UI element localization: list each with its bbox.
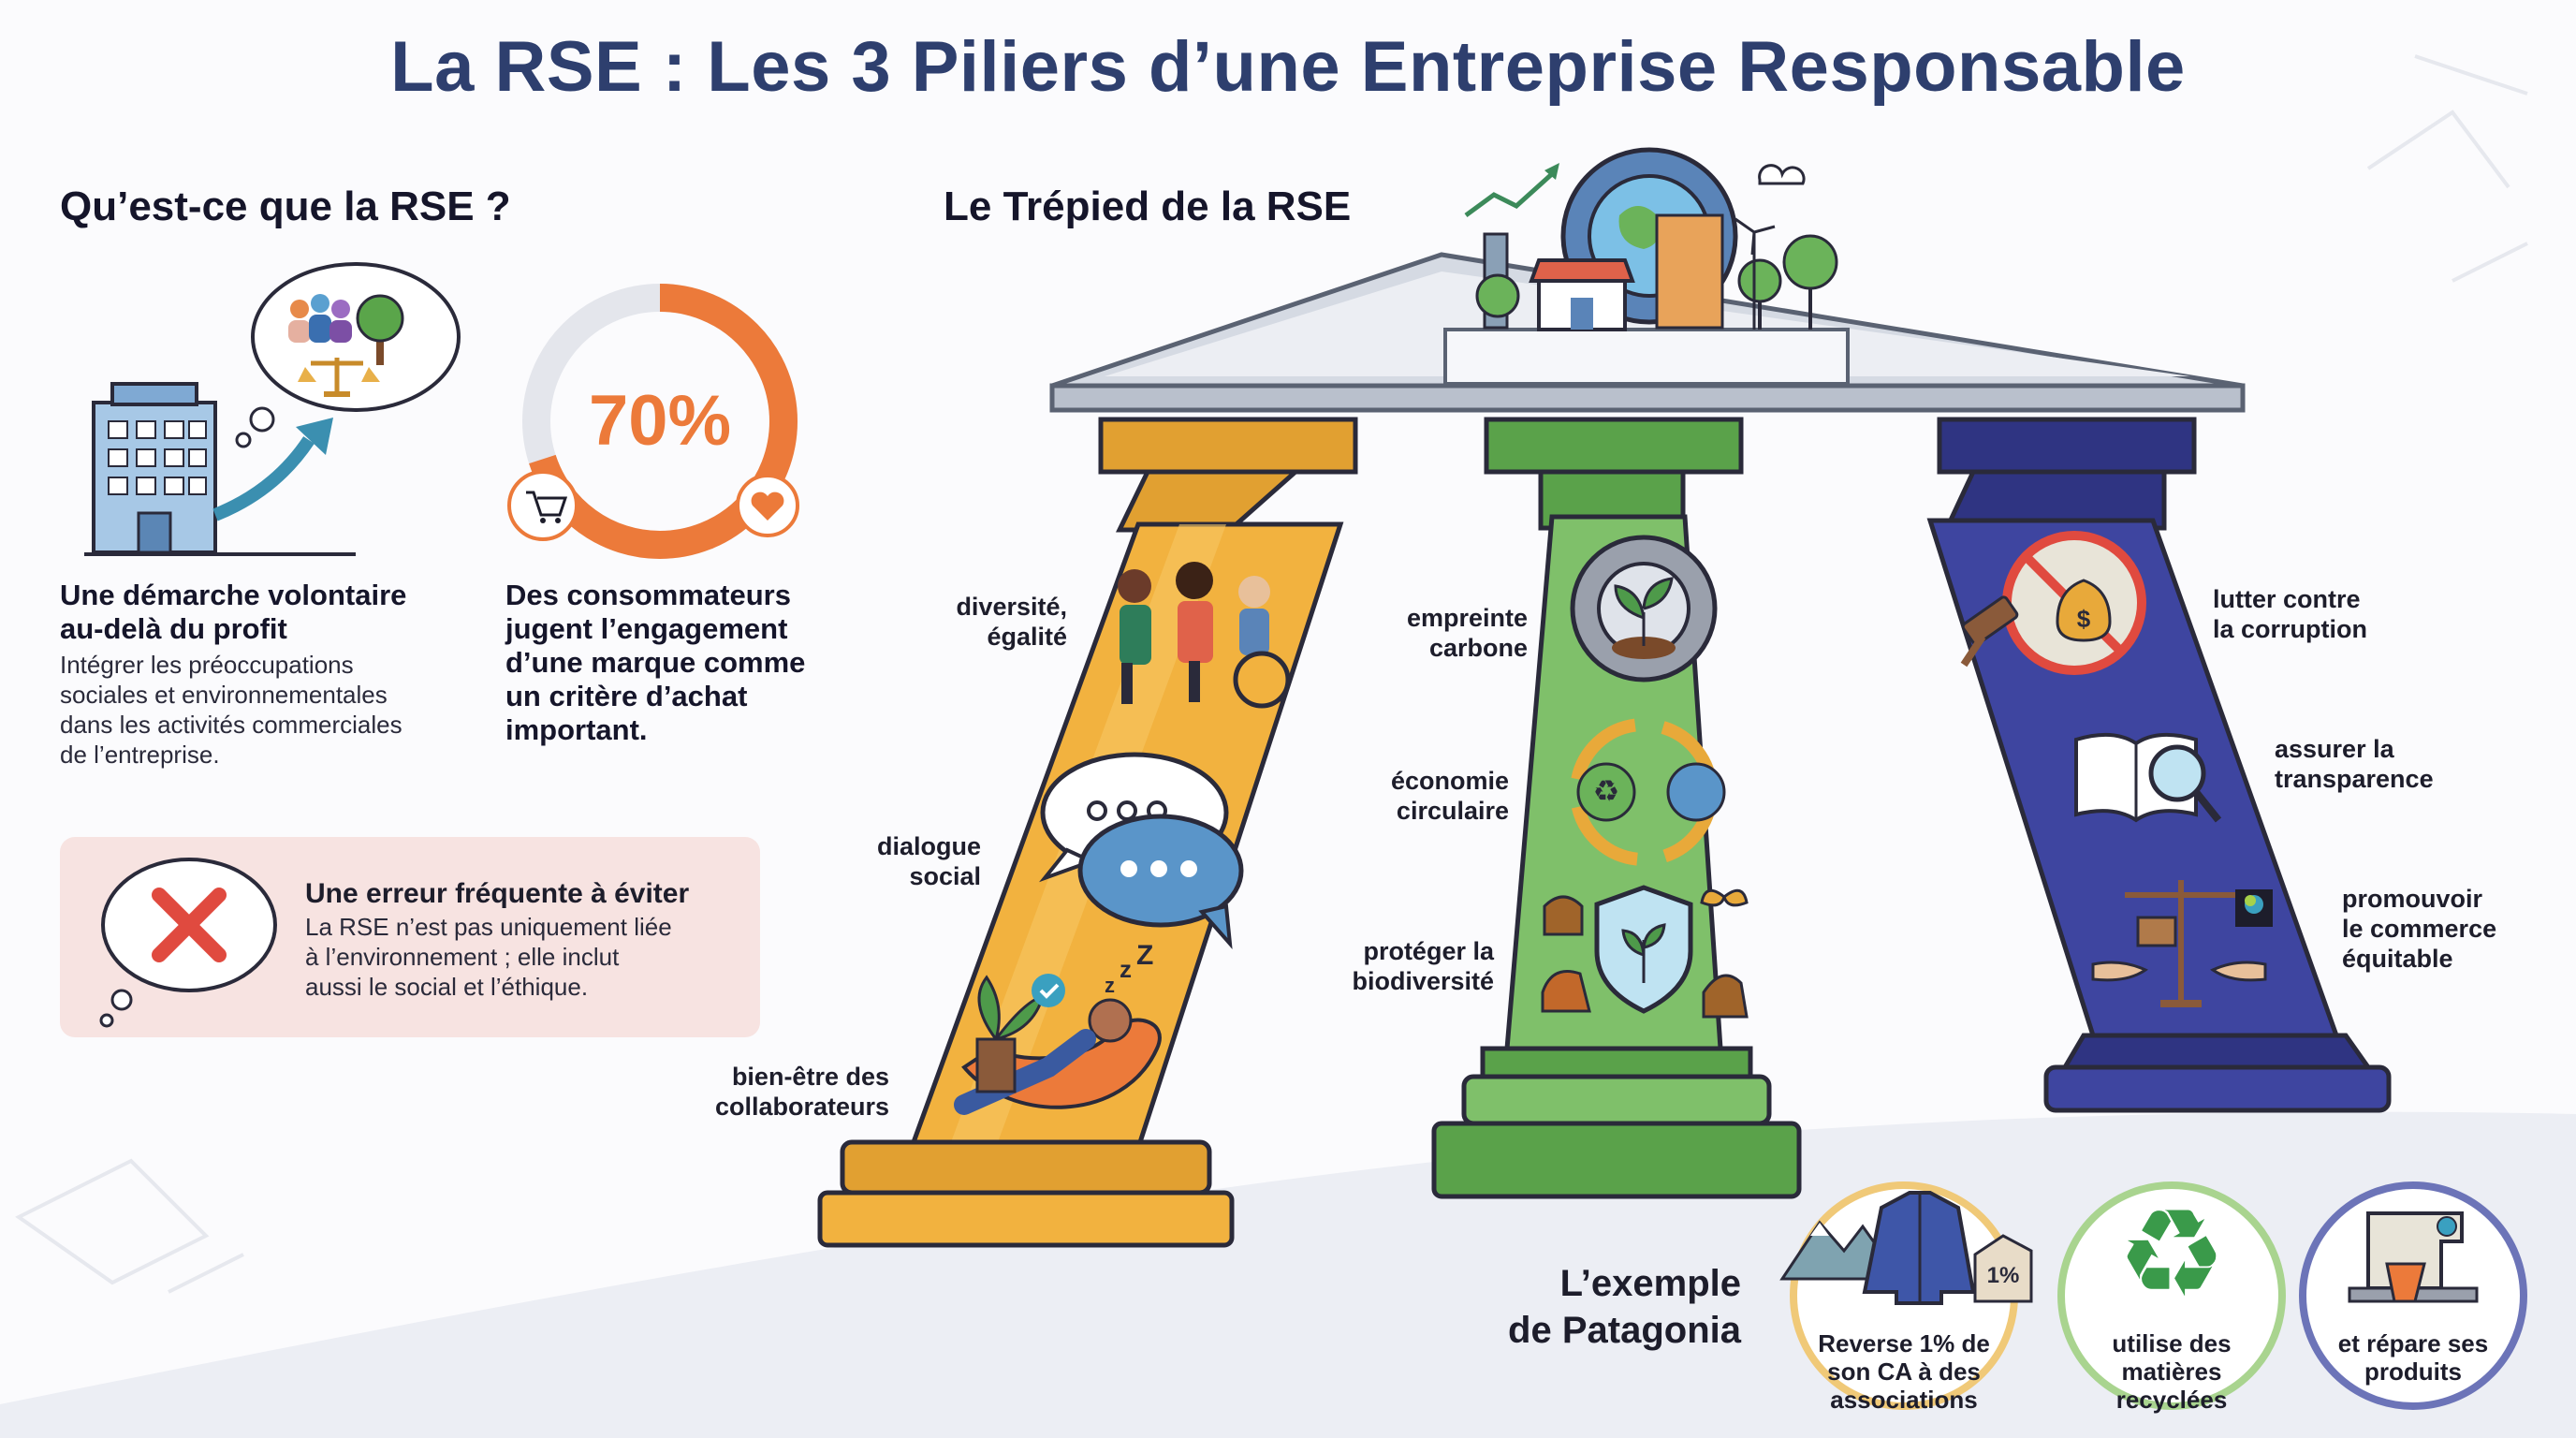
growth-arrow-icon: [212, 418, 333, 521]
stat-value: 70%: [589, 381, 731, 461]
social-item-diversity: diversité, égalité: [842, 592, 1067, 652]
error-line: La RSE n’est pas uniquement liée: [305, 913, 672, 941]
label-line: recyclées: [2115, 1386, 2228, 1414]
heading-line: L’exemple: [1559, 1263, 1741, 1304]
recycle-globe-icon: ♻: [1570, 718, 1726, 866]
mountain-jacket-icon: 1%: [1779, 1191, 2033, 1305]
definition-line: sociales et environnementales: [60, 681, 388, 709]
svg-text:z: z: [1105, 974, 1115, 997]
patagonia-item-recycled: utilise des matières recyclées: [2059, 1329, 2284, 1414]
patagonia-item-repair: et répare ses produits: [2301, 1329, 2525, 1386]
label-line: circulaire: [1396, 797, 1509, 825]
relaxing-person-icon: z z Z: [954, 940, 1162, 1115]
label-line: produits: [2364, 1357, 2462, 1386]
definition-title-line-1: Une démarche volontaire: [60, 579, 407, 611]
patagonia-heading: L’exemple de Patagonia: [1404, 1260, 1741, 1354]
city-trees: [1475, 164, 1838, 330]
label-line: assurer la: [2275, 735, 2394, 763]
chat-bubbles-icon: [1039, 752, 1244, 949]
rse-illustration: [84, 262, 461, 556]
recycle-icon: ♻: [2117, 1185, 2227, 1322]
label-line: équitable: [2342, 945, 2453, 973]
social-item-dialogue: dialogue social: [756, 831, 981, 891]
label-line: associations: [1830, 1386, 1978, 1414]
error-line: aussi le social et l’éthique.: [305, 973, 589, 1001]
label-line: son CA à des: [1827, 1357, 1981, 1386]
ethics-item-corruption: lutter contre la corruption: [2213, 584, 2456, 644]
shield-animals-icon: [1541, 885, 1749, 1019]
label-line: Reverse 1% de: [1818, 1329, 1990, 1357]
svg-text:z: z: [1120, 955, 1132, 983]
stat-text-line: un critère d’achat: [505, 680, 748, 712]
people-group-icon: [288, 294, 352, 343]
definition-title: Une démarche volontaire au-delà du profi…: [60, 579, 472, 646]
gear-plant-icon: [1570, 535, 1718, 682]
social-item-wellbeing: bien-être des collaborateurs: [646, 1062, 889, 1122]
cart-icon: [507, 470, 578, 541]
label-line: collaborateurs: [714, 1093, 889, 1121]
label-line: social: [909, 862, 981, 890]
label-line: bien-être des: [731, 1063, 889, 1091]
stat-text-line: d’une marque comme: [505, 646, 806, 679]
definition-body: Intégrer les préoccupations sociales et …: [60, 650, 472, 770]
cross-icon: [99, 858, 277, 1028]
error-text: Une erreur fréquente à éviter La RSE n’e…: [305, 876, 745, 1002]
tag-label: 1%: [1987, 1263, 2020, 1288]
definition-line: de l’entreprise.: [60, 741, 220, 769]
definition-title-line-2: au-delà du profit: [60, 612, 287, 645]
stat-text: Des consommateurs jugent l’engagement d’…: [505, 579, 880, 747]
env-item-carbon: empreinte carbone: [1303, 603, 1528, 663]
book-magnifier-icon: [2074, 732, 2222, 823]
heading-line: de Patagonia: [1508, 1310, 1741, 1351]
fair-trade-scale-icon: [2091, 880, 2273, 1007]
patagonia-ring-2: [2057, 1181, 2286, 1410]
stat-text-line: Des consommateurs: [505, 579, 791, 611]
svg-text:♻: ♻: [2117, 1185, 2227, 1322]
shop-icon: [1529, 258, 1635, 331]
label-line: dialogue: [876, 832, 981, 860]
office-building-icon: [84, 382, 356, 556]
label-line: utilise des: [2112, 1329, 2232, 1357]
diverse-people-icon: [1118, 562, 1291, 709]
page-title: La RSE : Les 3 Piliers d’une Entreprise …: [390, 27, 2186, 107]
sewing-machine-icon: [2348, 1211, 2479, 1303]
label-line: transparence: [2275, 765, 2434, 793]
chart-trend-icon: [1464, 163, 1559, 218]
label-line: et répare ses: [2337, 1329, 2489, 1357]
error-title: Une erreur fréquente à éviter: [305, 878, 690, 909]
label-line: carbone: [1428, 634, 1528, 662]
definition-line: Intégrer les préoccupations: [60, 651, 354, 679]
label-line: promouvoir: [2342, 885, 2483, 913]
env-item-biodiversity: protéger la biodiversité: [1269, 936, 1494, 996]
stat-text-line: important.: [505, 713, 648, 746]
stat-ring: 70%: [507, 284, 799, 559]
stat-text-line: jugent l’engagement: [505, 612, 788, 645]
label-line: la corruption: [2213, 615, 2368, 643]
no-bribe-icon: $: [1960, 531, 2146, 675]
label-line: le commerce: [2342, 915, 2497, 943]
definition-line: dans les activités commerciales: [60, 711, 402, 739]
ethics-item-transparency: assurer la transparence: [2275, 734, 2518, 794]
svg-text:♻: ♻: [1593, 774, 1620, 808]
label-line: protéger la: [1363, 937, 1494, 965]
tree-icon: [356, 294, 404, 365]
error-line: à l’environnement ; elle inclut: [305, 943, 620, 971]
label-line: économie: [1390, 767, 1509, 795]
label-line: matières: [2121, 1357, 2222, 1386]
label-line: lutter contre: [2213, 585, 2361, 613]
section-heading-what-is-rse: Qu’est-ce que la RSE ?: [60, 183, 511, 229]
env-item-circular: économie circulaire: [1284, 766, 1509, 826]
label-line: diversité,: [956, 593, 1067, 621]
label-line: biodiversité: [1352, 967, 1494, 995]
section-heading-tripod: Le Trépied de la RSE: [944, 183, 1352, 229]
svg-text:$: $: [2077, 605, 2091, 633]
label-line: égalité: [987, 623, 1067, 651]
svg-text:Z: Z: [1136, 940, 1153, 971]
ethics-item-fairtrade: promouvoir le commerce équitable: [2342, 884, 2567, 974]
heart-icon: [736, 474, 799, 537]
label-line: empreinte: [1406, 604, 1528, 632]
scales-icon: [298, 358, 380, 397]
patagonia-item-donation: Reverse 1% de son CA à des associations: [1792, 1329, 2016, 1414]
